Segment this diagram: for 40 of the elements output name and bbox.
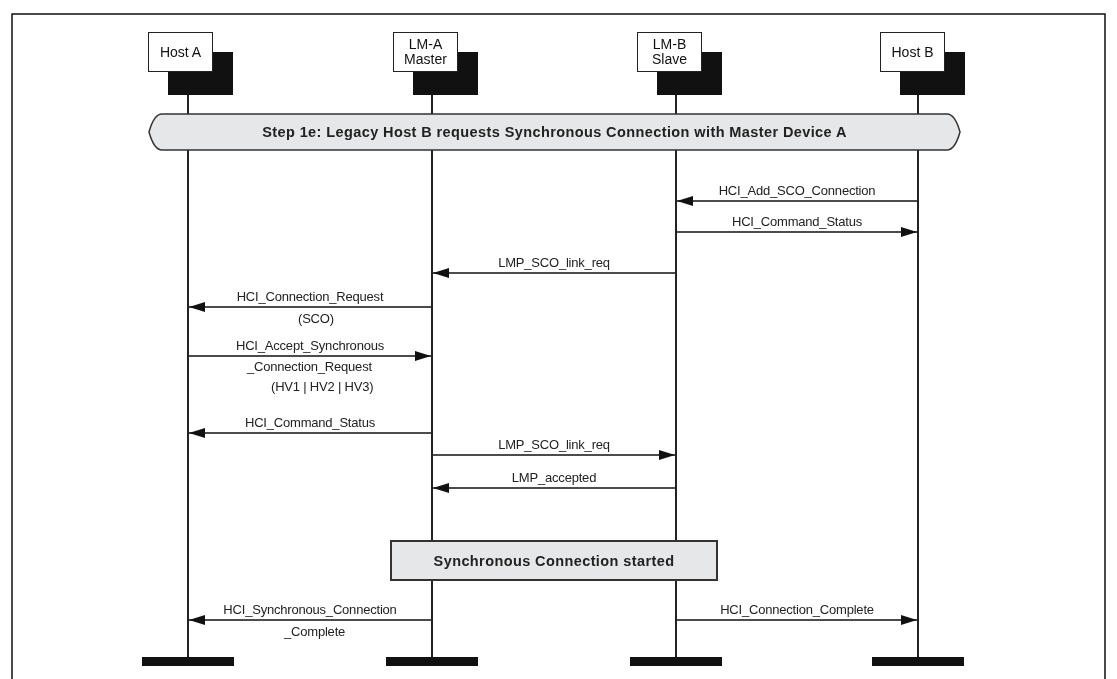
lifeline <box>917 95 919 657</box>
participant-box <box>148 32 213 72</box>
message-label-continuation: _Complete <box>284 624 346 639</box>
message-label: LMP_SCO_link_req <box>498 437 610 452</box>
message-label: HCI_Connection_Request <box>236 289 384 304</box>
message-label: HCI_Synchronous_Connection <box>223 602 397 617</box>
message-label: LMP_accepted <box>511 470 597 485</box>
lifeline <box>431 95 433 657</box>
message-arrow <box>188 428 432 438</box>
step-banner <box>148 113 961 151</box>
message-label: HCI_Accept_Synchronous <box>235 338 385 353</box>
message-arrow <box>676 196 918 206</box>
status-text: Synchronous Connection started <box>433 552 675 569</box>
message-label: HCI_Connection_Complete <box>720 602 874 617</box>
participant-name: LM-B Slave <box>651 37 688 67</box>
message-arrow <box>188 351 432 361</box>
lifeline <box>187 95 189 657</box>
message-label-continuation: _Connection_Request <box>247 359 372 374</box>
message-label: HCI_Add_SCO_Connection <box>718 183 876 198</box>
message-arrow <box>432 268 676 278</box>
participant-name: Host B <box>891 44 934 60</box>
message-label: HCI_Command_Status <box>731 214 863 229</box>
message-arrow <box>188 615 432 625</box>
status-box <box>390 540 718 581</box>
participant-box <box>393 32 458 72</box>
message-label-continuation: (HV1 | HV2 | HV3) <box>271 379 374 394</box>
message-arrow <box>188 302 432 312</box>
message-arrow <box>432 450 676 460</box>
participant-box <box>637 32 702 72</box>
message-arrow <box>676 615 918 625</box>
participant-box <box>880 32 945 72</box>
message-label: HCI_Command_Status <box>244 415 376 430</box>
message-label-continuation: (SCO) <box>298 311 334 326</box>
participant-name: Host A <box>159 44 202 60</box>
message-label: LMP_SCO_link_req <box>498 255 610 270</box>
lifeline <box>675 95 677 657</box>
message-arrow <box>432 483 676 493</box>
participant-name: LM-A Master <box>403 37 448 67</box>
step-title: Step 1e: Legacy Host B requests Synchronous Connection with Master Device A <box>262 124 847 140</box>
message-arrow <box>676 227 918 237</box>
